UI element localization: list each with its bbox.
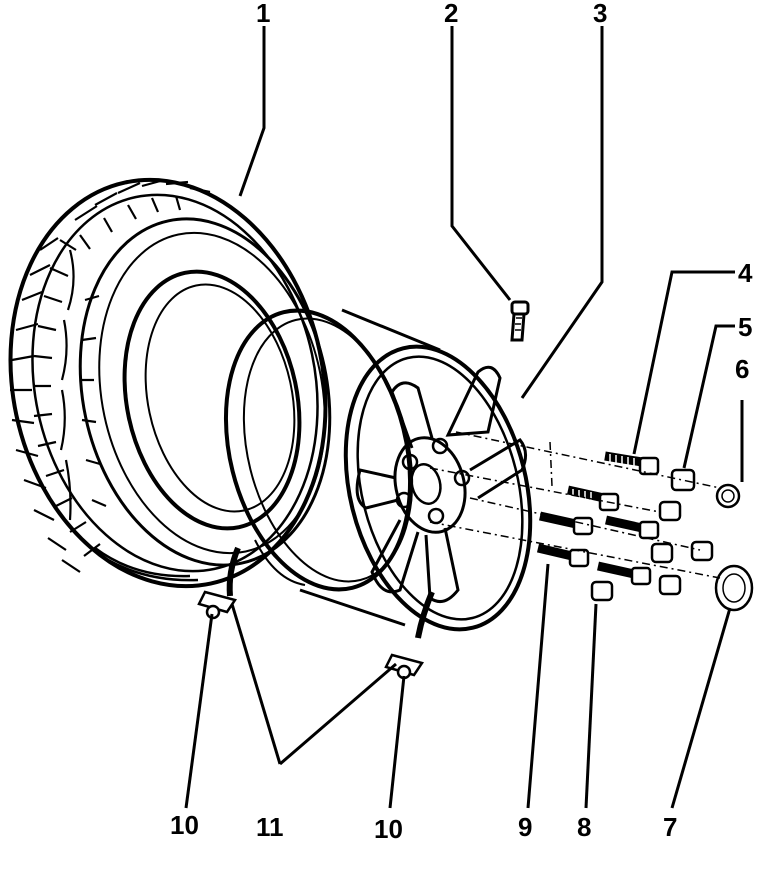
callout-1: 1 [256, 0, 270, 28]
callout-4: 4 [738, 258, 753, 288]
rim-lug-holes [395, 437, 471, 525]
callout-9: 9 [518, 812, 532, 842]
leader-lines [184, 26, 744, 809]
wheel-bolts [536, 451, 660, 586]
callout-7: 7 [663, 812, 677, 842]
tire-tread-pattern [10, 178, 211, 573]
callout-11: 11 [256, 812, 284, 842]
callout-2: 2 [444, 0, 458, 28]
bolt-caps [590, 468, 754, 612]
callout-3: 3 [593, 0, 607, 28]
callout-8: 8 [577, 812, 591, 842]
valve-stem [510, 300, 530, 342]
callout-10-left: 10 [170, 810, 199, 840]
balance-weights [197, 546, 435, 680]
alloy-rim [223, 300, 533, 632]
alignment-lines [429, 431, 721, 579]
callout-5: 5 [738, 312, 752, 342]
callout-6: 6 [735, 354, 749, 384]
tire [8, 177, 332, 589]
callout-10-right: 10 [374, 814, 403, 844]
